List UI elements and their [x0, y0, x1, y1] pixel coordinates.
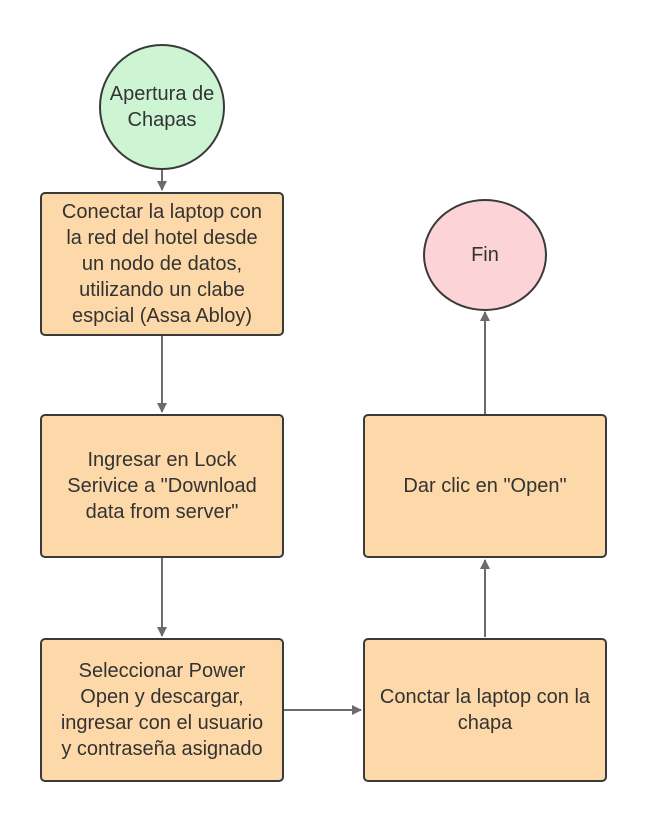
step-connect-lock-label: Conctar la laptop con la chapa	[379, 686, 591, 734]
step-lock-service: Ingresar en Lock Serivice a "Download da…	[40, 414, 284, 558]
step-power-open: Seleccionar Power Open y descargar, ingr…	[40, 638, 284, 782]
step-click-open: Dar clic en "Open"	[363, 414, 607, 558]
start-node-label: Apertura de Chapas	[109, 83, 215, 131]
step-connect-network-label: Conectar la laptop con la red del hotel …	[61, 201, 263, 327]
step-connect-network: Conectar la laptop con la red del hotel …	[40, 192, 284, 336]
step-connect-lock: Conctar la laptop con la chapa	[363, 638, 607, 782]
start-node: Apertura de Chapas	[99, 44, 225, 170]
step-click-open-label: Dar clic en "Open"	[403, 475, 567, 497]
step-power-open-label: Seleccionar Power Open y descargar, ingr…	[60, 660, 264, 760]
end-node: Fin	[423, 199, 547, 311]
end-node-label: Fin	[471, 244, 499, 266]
step-lock-service-label: Ingresar en Lock Serivice a "Download da…	[67, 449, 257, 523]
